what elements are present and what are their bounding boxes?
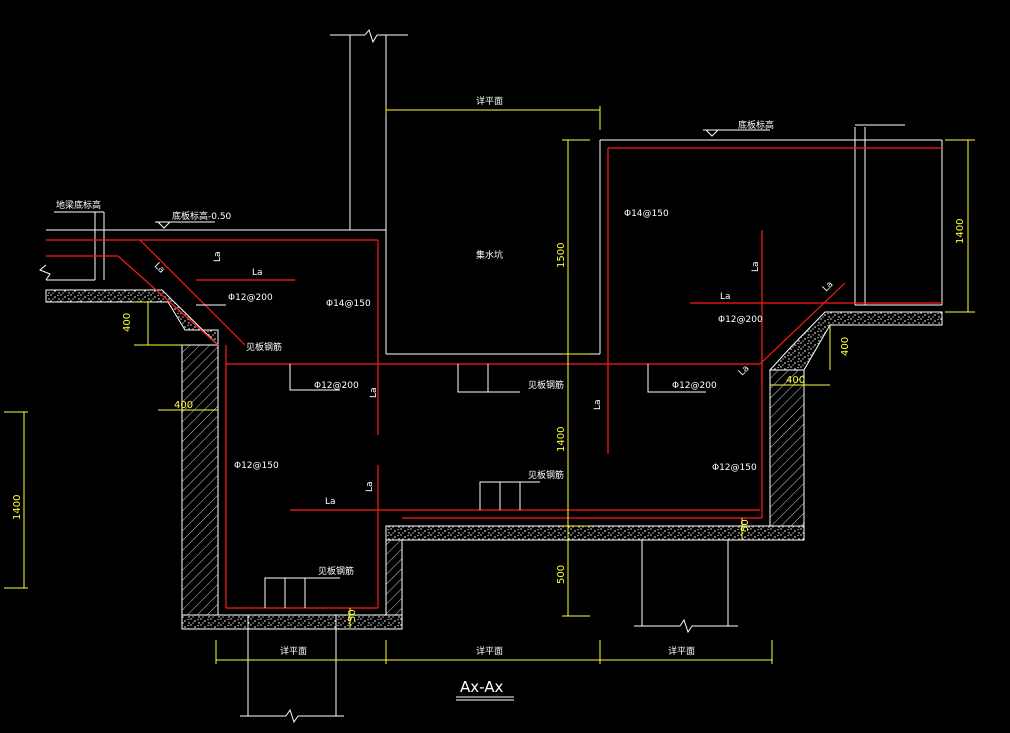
elevation-right-label: 底板标高: [738, 119, 774, 131]
top-left-note: 地梁底标高: [56, 199, 101, 211]
dim-1400-mid: 1400: [556, 427, 567, 452]
elevation-marker-left: [155, 221, 215, 229]
anchor-label-9: La: [751, 261, 761, 272]
bottom-pad-left: [181, 614, 403, 630]
steel-note-4: 见板钢筋: [318, 565, 354, 577]
dimension-lines: [4, 106, 975, 664]
anchor-label-3: La: [720, 292, 731, 302]
dim-1500: 1500: [556, 243, 567, 268]
dim-1400-right: 1400: [955, 219, 966, 244]
dim-1400-left: 1400: [12, 495, 23, 520]
rebar-label-h: Φ12@150: [712, 463, 757, 473]
rebar-label-g: Φ12@200: [672, 381, 717, 391]
pit-label: 集水坑: [476, 249, 503, 261]
steel-note-1: 见板钢筋: [246, 341, 282, 353]
anchor-label-10: La: [821, 280, 836, 295]
rebar-label-c: Φ12@200: [314, 381, 359, 391]
anchor-label-6: La: [369, 387, 379, 398]
rebar-hooks: [196, 304, 706, 608]
detail-note-b1: 详平面: [280, 645, 307, 657]
dim-400-a: 400: [122, 313, 133, 332]
dim-50-b: 50: [740, 519, 751, 532]
steel-note-2: 见板钢筋: [528, 379, 564, 391]
wall-left: [181, 344, 219, 616]
dim-400-c: 400: [840, 337, 851, 356]
steel-note-3: 见板钢筋: [528, 469, 564, 481]
break-symbol-left: [39, 264, 51, 281]
bottom-slab-right: [385, 525, 805, 541]
rebar-label-b: Φ14@150: [326, 299, 371, 309]
anchor-label-8: La: [593, 399, 603, 410]
anchor-label-11: La: [737, 364, 752, 379]
bedding-left: [45, 289, 219, 347]
section-title: Ax-Ax: [460, 678, 503, 696]
anchor-label-4: La: [152, 261, 167, 276]
column-stub: [330, 28, 408, 230]
rebar-label-f: Φ12@200: [718, 315, 763, 325]
dim-400-b: 400: [174, 400, 193, 411]
rebar-label-e: Φ14@150: [624, 209, 669, 219]
rebar-lines: [46, 147, 942, 609]
pit-outline: [46, 110, 943, 355]
wall-step: [385, 539, 403, 616]
dim-50-a: 50: [347, 609, 358, 622]
anchor-label-5: La: [213, 251, 223, 262]
rebar-label-d: Φ12@150: [234, 461, 279, 471]
dim-500: 500: [556, 565, 567, 584]
bedding-right: [768, 311, 943, 371]
rebar-label-a: Φ12@200: [228, 293, 273, 303]
elevation-left-label: 底板标高-0.50: [172, 210, 232, 222]
anchor-label-2: La: [325, 497, 336, 507]
detail-note-b2: 详平面: [476, 645, 503, 657]
anchor-label-1: La: [252, 268, 263, 278]
detail-note-b3: 详平面: [668, 645, 695, 657]
dim-400-d: 400: [786, 375, 805, 386]
anchor-label-7: La: [365, 481, 375, 492]
detail-note-top: 详平面: [476, 95, 503, 107]
wall-right: [769, 369, 805, 527]
elevation-marker-right: [703, 129, 770, 137]
